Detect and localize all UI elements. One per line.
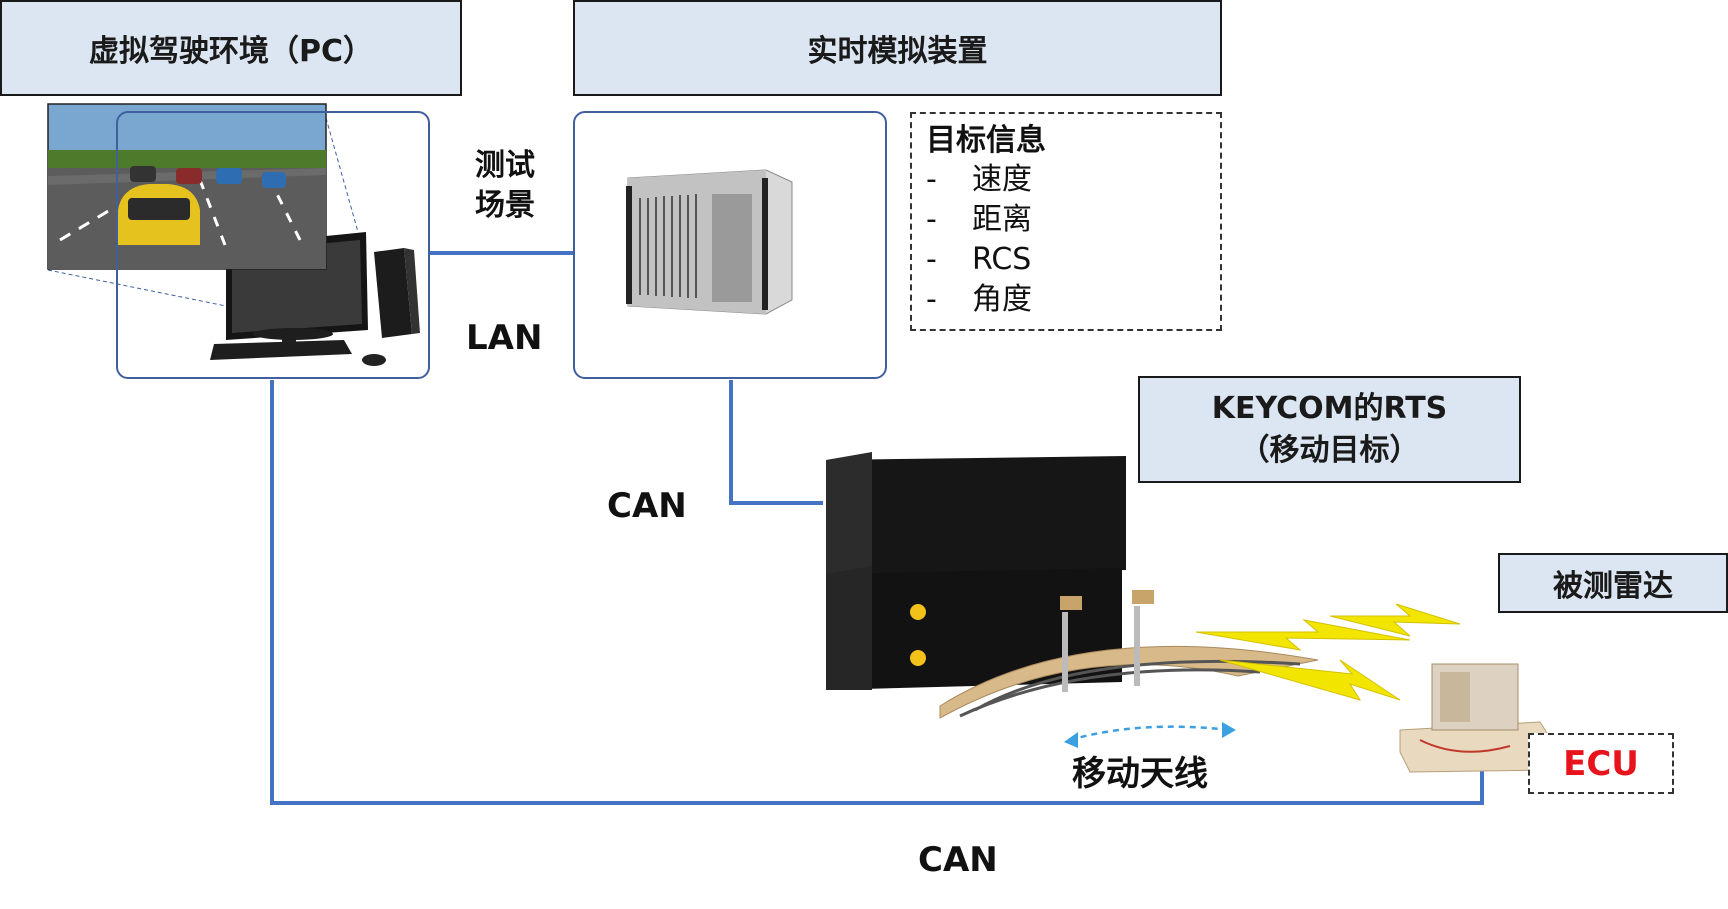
link-label-can-upper: CAN <box>607 486 687 526</box>
target-info-item: -RCS <box>926 240 1206 280</box>
target-info-dash: - <box>926 162 937 197</box>
header-pc-env: 虚拟驾驶环境（PC） <box>0 0 462 96</box>
link-label-test-scenario: 测试 场景 <box>458 146 552 226</box>
target-info-item-label: 角度 <box>972 282 1032 317</box>
link-label-test-scenario-line2: 场景 <box>475 188 535 223</box>
target-info-item-label: 距离 <box>972 202 1032 237</box>
target-info-dash: - <box>926 242 937 277</box>
mouse <box>362 354 386 366</box>
target-info-item: -角度 <box>926 280 1206 320</box>
header-radar-under-test: 被测雷达 <box>1498 553 1728 613</box>
keyboard <box>210 340 352 360</box>
target-info-box: 目标信息 -速度 -距离 -RCS -角度 <box>910 112 1222 331</box>
pc-panel <box>116 111 430 379</box>
moving-antenna-label: 移动天线 <box>1072 754 1208 794</box>
radar-device-illustration <box>1399 663 1555 773</box>
signal-lightning <box>1195 603 1461 701</box>
link-label-lan: LAN <box>466 318 543 358</box>
target-info-dash: - <box>926 282 937 317</box>
rts-box-illustration <box>826 452 1126 690</box>
monitor-base <box>253 328 333 340</box>
header-keycom-rts-line2: （移动目标） <box>1239 432 1420 468</box>
target-info-item: -距离 <box>926 200 1206 240</box>
rts-indicator-2 <box>910 650 926 666</box>
antenna-post-1 <box>1062 612 1068 692</box>
ecu-box: ECU <box>1528 733 1674 794</box>
rts-indicator-1 <box>910 604 926 620</box>
link-label-test-scenario-line1: 测试 <box>475 148 535 183</box>
can-link-line-lower <box>270 380 1484 805</box>
header-realtime-sim: 实时模拟装置 <box>573 0 1222 96</box>
simulator-chassis-illustration <box>626 169 793 315</box>
target-info-title: 目标信息 <box>926 123 1046 158</box>
target-info-item-label: 速度 <box>972 162 1032 197</box>
pc-tower <box>374 248 412 338</box>
header-keycom-rts-line1: KEYCOM的RTS <box>1211 390 1448 426</box>
antenna-post-2 <box>1134 606 1140 686</box>
can-link-line-upper <box>729 380 823 505</box>
moving-antenna-rail <box>939 590 1319 748</box>
link-label-can-lower: CAN <box>918 840 998 880</box>
simulator-panel <box>573 111 887 379</box>
target-info-dash: - <box>926 202 937 237</box>
target-info-item: -速度 <box>926 160 1206 200</box>
header-keycom-rts: KEYCOM的RTS （移动目标） <box>1138 376 1521 483</box>
target-info-item-label: RCS <box>972 242 1032 277</box>
